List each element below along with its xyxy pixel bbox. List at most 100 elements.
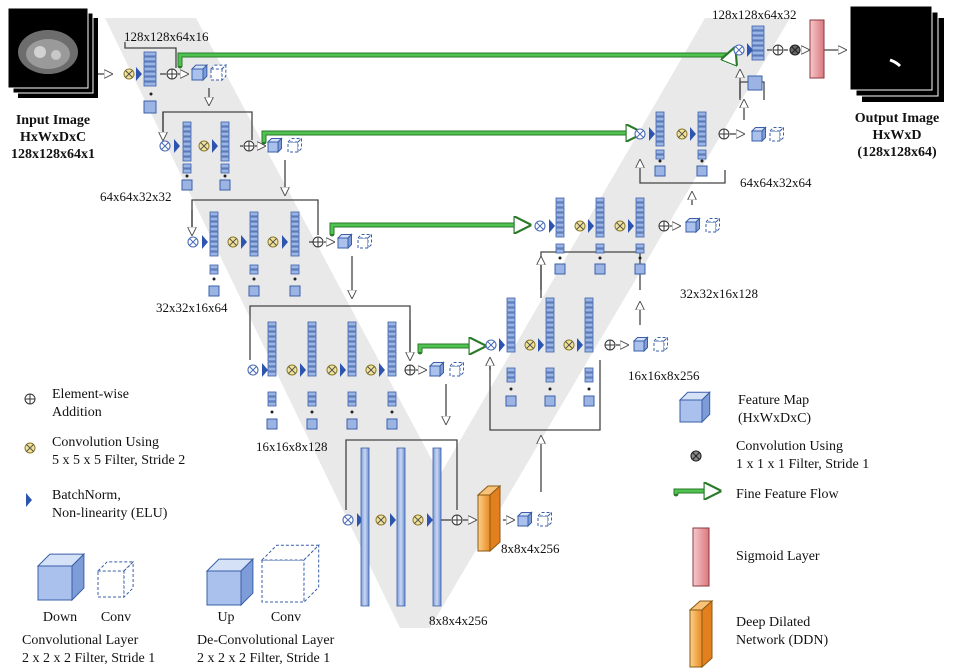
feature-cell	[290, 216, 300, 222]
feature-small	[289, 285, 301, 297]
feature-cell	[697, 136, 707, 142]
feature-cell	[635, 222, 645, 228]
feature-cell	[209, 216, 219, 222]
feature-cell	[182, 136, 192, 142]
feature-cell	[697, 126, 707, 132]
conv-cube	[769, 130, 781, 142]
feature-cell	[249, 269, 259, 275]
connector-line	[489, 360, 601, 431]
feature-cell	[635, 248, 645, 254]
legend-addition: Element-wise Addition	[52, 387, 129, 420]
conv-cube	[653, 340, 665, 352]
conv-symbol-x2	[344, 516, 352, 524]
feature-cell	[584, 347, 594, 353]
feature-small	[634, 263, 646, 275]
feature-cell	[249, 264, 259, 270]
feature-cell	[347, 401, 357, 407]
feature-cell	[347, 331, 357, 337]
batchnorm-symbol	[202, 235, 208, 249]
feature-cell	[209, 226, 219, 232]
conv5-symbol-x2	[377, 516, 385, 524]
batchnorm-symbol	[212, 139, 218, 153]
down-cube	[191, 68, 204, 81]
feature-cell	[267, 346, 277, 352]
conv5-symbol-x2	[367, 366, 375, 374]
feature-cell	[347, 326, 357, 332]
cube-top	[652, 337, 669, 342]
batchnorm-symbol	[241, 235, 247, 249]
dot	[509, 387, 513, 391]
feature-cell	[347, 351, 357, 357]
feature-cell	[220, 151, 230, 157]
feature-cell	[635, 217, 645, 223]
feature-cell	[347, 336, 357, 342]
feature-cell	[584, 332, 594, 338]
cube-side	[202, 63, 208, 82]
cube-top	[768, 127, 785, 132]
feature-cell	[584, 322, 594, 328]
feature-cell	[182, 156, 192, 162]
feature-cell	[635, 212, 645, 218]
dot	[558, 256, 562, 260]
feature-cell	[595, 197, 605, 203]
feature-cell	[267, 351, 277, 357]
feature-cell	[182, 141, 192, 147]
cube-side	[240, 557, 254, 607]
batchnorm-symbol	[282, 235, 288, 249]
dot	[587, 387, 591, 391]
feature-cell	[545, 347, 555, 353]
feature-cell	[751, 25, 765, 31]
feature-cell	[387, 326, 397, 332]
feature-small	[554, 263, 566, 275]
feature-cell	[307, 356, 317, 362]
feature-cell	[655, 136, 665, 142]
feature-cell	[555, 212, 565, 218]
feature-cell	[697, 121, 707, 127]
cube-side	[71, 552, 85, 602]
conv5-symbol-x2	[229, 238, 237, 246]
feature-cell	[307, 401, 317, 407]
fine-flow-outline	[177, 47, 737, 69]
cube-side	[547, 511, 552, 528]
feature-cell	[387, 341, 397, 347]
v-shape-band	[105, 18, 790, 628]
dot	[658, 159, 662, 163]
output-size: (128x128x64)	[857, 145, 937, 160]
feature-cell	[267, 391, 277, 397]
feature-cell	[220, 168, 230, 174]
feature-cell	[751, 50, 765, 56]
feature-cell	[655, 126, 665, 132]
down-cube	[267, 141, 279, 153]
batchnorm-symbol	[174, 139, 180, 153]
feature-cell	[182, 151, 192, 157]
batchnorm-symbol	[628, 219, 634, 233]
feature-cell	[595, 202, 605, 208]
feature-cell	[209, 211, 219, 217]
feature-cell	[545, 367, 555, 373]
feature-cell	[143, 71, 157, 77]
cube-top	[448, 362, 465, 367]
feature-cell	[387, 321, 397, 327]
feature-cell	[545, 317, 555, 323]
feature-cell	[655, 149, 665, 155]
conv-cube	[287, 141, 299, 153]
dot	[212, 277, 216, 281]
down-cube	[337, 237, 349, 249]
stage-label-dec2: 64x64x32x64	[740, 175, 812, 190]
conv-symbol-x2	[487, 341, 495, 349]
feature-small	[747, 75, 763, 91]
connector-line	[345, 439, 458, 510]
feature-cell	[555, 248, 565, 254]
feature-cell	[347, 396, 357, 402]
feature-cell	[290, 269, 300, 275]
input-label: Input Image HxWxDxC 128x128x64x1	[8, 112, 98, 163]
feature-cell	[347, 356, 357, 362]
batchnorm-symbol	[262, 363, 268, 377]
conv-cube	[449, 365, 461, 377]
batchnorm-symbol	[300, 363, 306, 377]
feature-cell	[595, 207, 605, 213]
legend-conv-cube-2	[261, 559, 305, 603]
feature-cell	[307, 366, 317, 372]
feature-cell	[655, 116, 665, 122]
batchnorm-symbol	[588, 219, 594, 233]
